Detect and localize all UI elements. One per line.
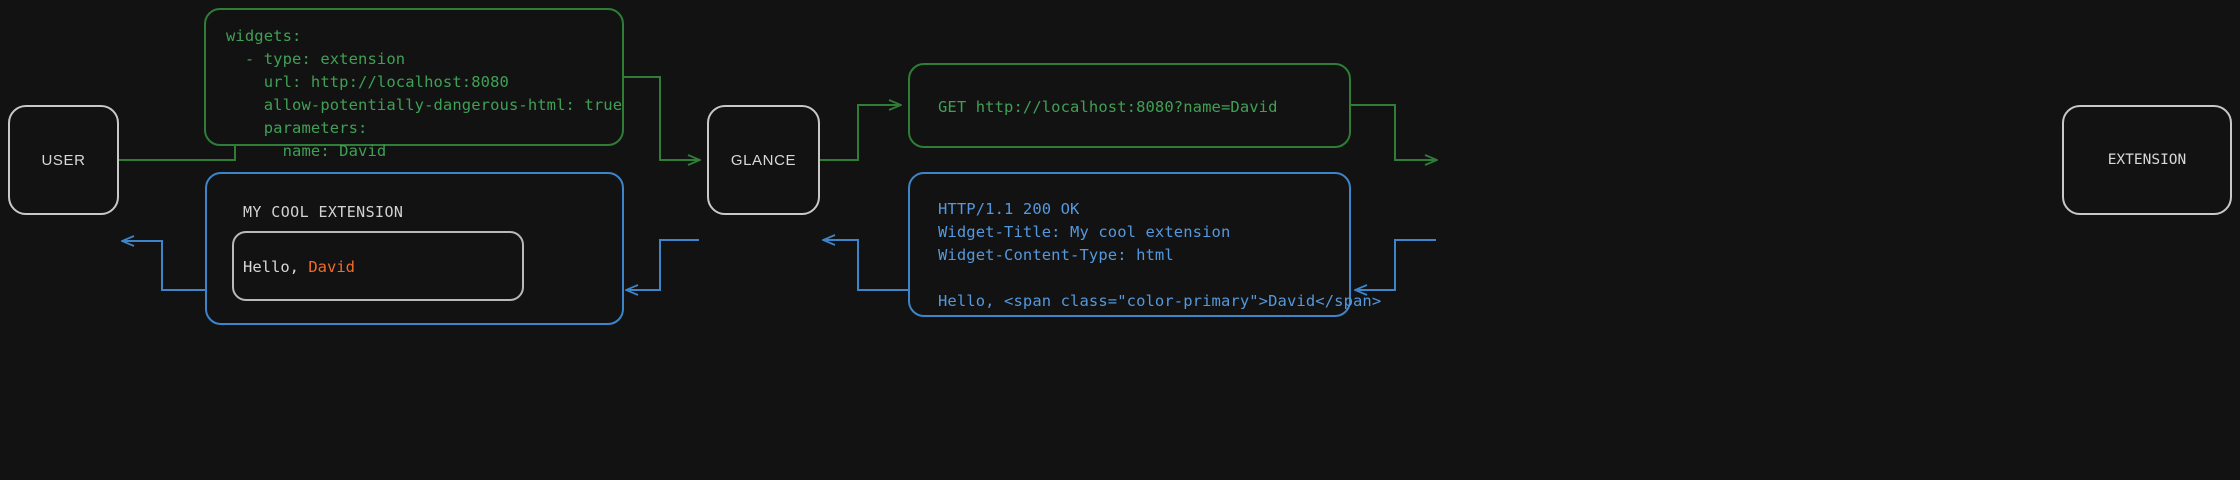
wire-http-response-to-glance (824, 240, 908, 291)
wire-glance-to-rendered-widget (627, 239, 699, 290)
node-user[interactable]: USER (8, 105, 119, 215)
http-response-text: HTTP/1.1 200 OK Widget-Title: My cool ex… (938, 200, 1382, 310)
node-user-label: USER (41, 151, 86, 169)
bubble-http-request[interactable] (908, 63, 1351, 148)
rendered-widget-title: MY COOL EXTENSION (243, 203, 404, 221)
wire-http-request-to-extension (1351, 104, 1436, 160)
http-request-text: GET http://localhost:8080?name=David (938, 98, 1278, 116)
wire-config-to-glance (624, 76, 699, 160)
greeting-name: David (308, 258, 355, 276)
bubble-config[interactable] (204, 8, 624, 146)
rendered-widget-greeting: Hello, David (243, 258, 355, 276)
rendered-widget-card (232, 231, 524, 301)
greeting-prefix: Hello, (243, 258, 309, 276)
bubble-http-response[interactable] (908, 172, 1351, 317)
wire-rendered-widget-to-user (123, 241, 205, 291)
config-yaml-text: widgets: - type: extension url: http://l… (226, 27, 623, 160)
node-extension-label: EXTENSION (2107, 152, 2187, 168)
node-glance[interactable]: GLANCE (707, 105, 820, 215)
wire-glance-to-http-request (820, 105, 900, 161)
node-extension[interactable]: EXTENSION (2062, 105, 2232, 215)
node-glance-label: GLANCE (730, 151, 797, 169)
